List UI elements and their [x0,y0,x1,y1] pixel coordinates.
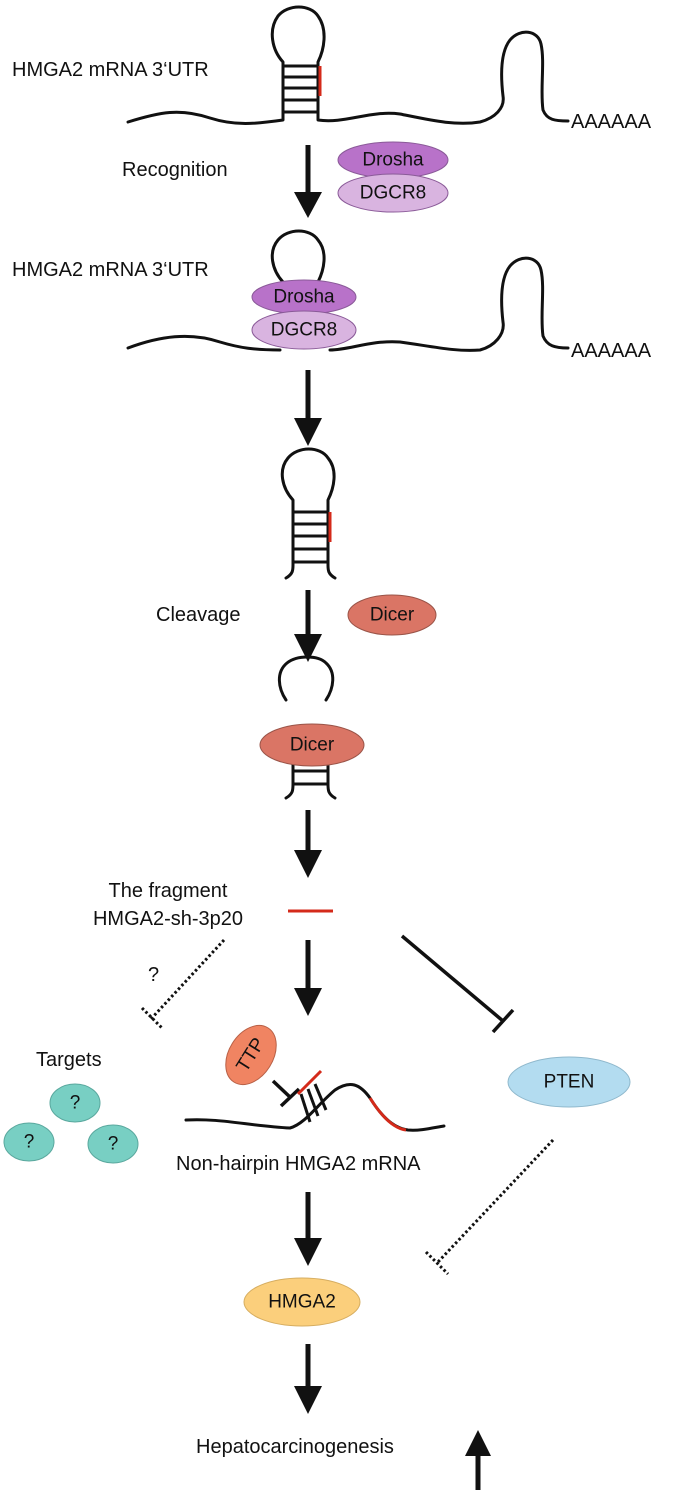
step-cleavage: Cleavage Dicer [156,590,437,662]
stage-dicer-bound: Dicer [259,655,365,800]
hmga2-node: HMGA2 [243,1277,361,1327]
stage-mrna-hairpin: HMGA2 mRNA 3‘UTR AAAAAA [12,5,652,133]
arrow-down-6 [294,1238,322,1266]
non-hairpin-label: Non-hairpin HMGA2 mRNA [176,1153,421,1175]
dicer-node-2: Dicer [259,723,365,767]
dicer-label-2: Dicer [290,735,335,756]
polya-label-2: AAAAAA [571,340,652,362]
fragment-label-line2: HMGA2-sh-3p20 [93,908,243,930]
drosha-label-2: Drosha [273,287,335,308]
dicer-node-1: Dicer [347,594,437,636]
dgcr8-node-2: DGCR8 [251,310,357,350]
hepato-label: Hepatocarcinogenesis [196,1436,394,1458]
arrow-down-5 [294,988,322,1016]
cleavage-label: Cleavage [156,604,241,626]
arrow-down-4 [294,850,322,878]
target-node-2: ? [3,1122,55,1162]
arrow-down-7 [294,1386,322,1414]
stage-pre-hairpin [280,447,337,580]
target-q-2: ? [24,1132,35,1153]
utr-label-1: HMGA2 mRNA 3‘UTR [12,59,209,81]
fragment-label-line1: The fragment [109,880,228,902]
mrna-strand-1 [126,5,570,125]
arrow-down-2 [294,418,322,446]
target-node-1: ? [49,1083,101,1123]
arrow-down-1 [294,192,322,218]
targets-group: Targets ? ? ? [3,1049,139,1164]
pre-hairpin [280,447,337,580]
target-q-3: ? [108,1134,119,1155]
recognition-label: Recognition [122,159,228,181]
arrow-down-3 [294,634,322,662]
targets-label: Targets [36,1049,102,1071]
outcome: Hepatocarcinogenesis [196,1430,491,1490]
up-arrow-icon [465,1430,491,1456]
dgcr8-label-2: DGCR8 [271,320,338,341]
dgcr8-label-1: DGCR8 [360,183,427,204]
inhibit-hmga2-dotted [424,1138,555,1276]
dicer-label-1: Dicer [370,605,415,626]
non-hairpin-mrna [184,1082,446,1132]
drosha-label-1: Drosha [362,150,424,171]
drosha-node-1: Drosha [337,141,449,179]
stage-non-hairpin: TTP Non-hairpin HMGA2 mRNA [176,1024,446,1175]
target-node-3: ? [87,1124,139,1164]
ttp-node: TTP [225,1024,277,1086]
stage-microprocessor-bound: HMGA2 mRNA 3‘UTR Drosha DGCR8 AAAAAA [12,229,652,362]
ttp-inhibition [271,1079,301,1108]
stage-fragment: The fragment HMGA2-sh-3p20 [93,880,333,930]
question-label: ? [148,964,159,986]
step-recognition: Recognition Drosha DGCR8 [122,141,449,218]
pten-node: PTEN [507,1056,631,1108]
drosha-node-2: Drosha [251,279,357,315]
hmga2-label: HMGA2 [268,1292,336,1313]
inhibit-pten [400,934,515,1034]
utr-label-2: HMGA2 mRNA 3‘UTR [12,259,209,281]
inhibit-targets-dotted: ? [140,938,226,1030]
target-q-1: ? [70,1093,81,1114]
mrna-strand-2 [126,256,570,352]
dgcr8-node-1: DGCR8 [337,173,449,213]
pten-label: PTEN [544,1072,595,1093]
polya-label-1: AAAAAA [571,111,652,133]
